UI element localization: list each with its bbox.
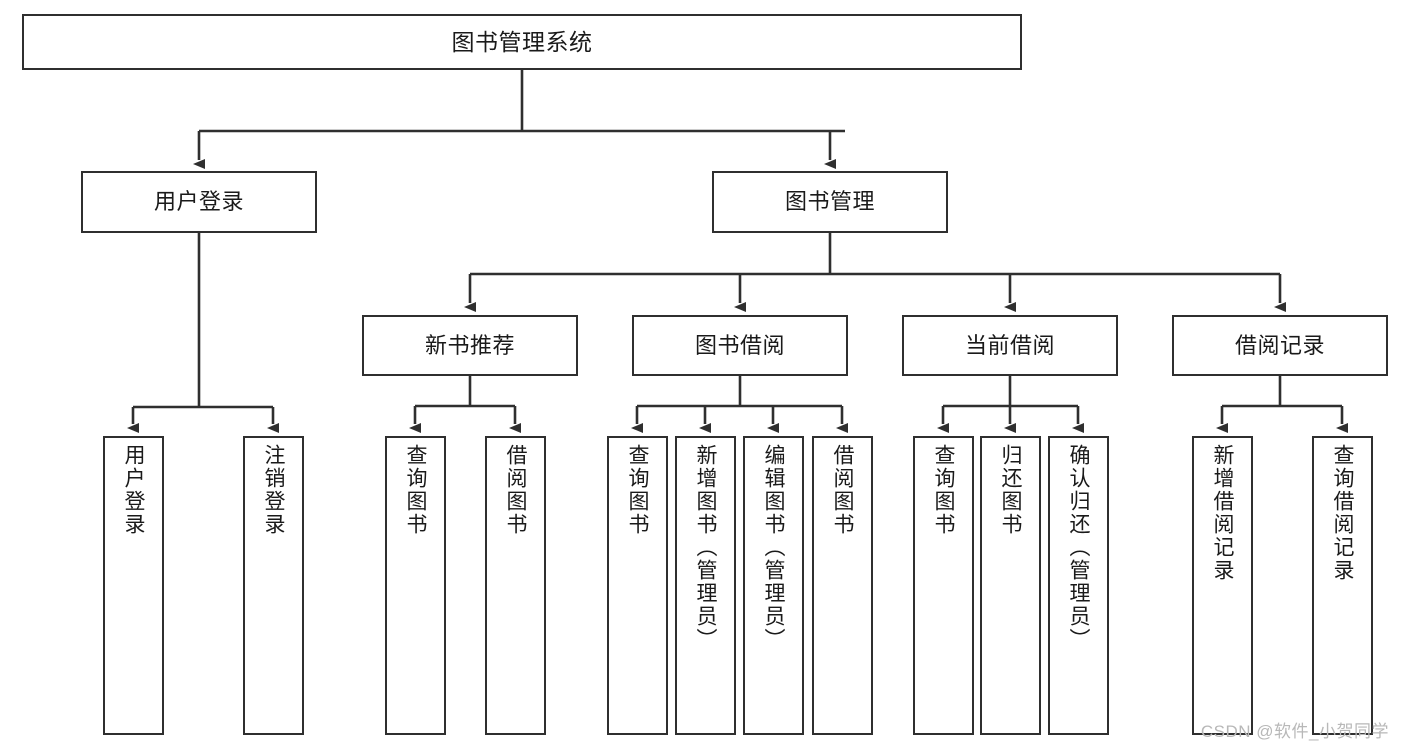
node-label: 查询图书 — [626, 444, 649, 536]
node-label: 借阅图书 — [504, 444, 527, 536]
node-label: 查询图书 — [932, 444, 955, 536]
node-label: 查询借阅记录 — [1331, 444, 1354, 582]
node-book-borrow[interactable]: 图书借阅 — [632, 315, 848, 376]
node-label: 注销登录 — [262, 444, 285, 536]
node-label: 查询图书 — [404, 444, 427, 536]
leaf-borrow-query-book[interactable]: 查询图书 — [607, 436, 668, 735]
node-label: 图书管理 — [784, 189, 875, 215]
node-label: 用户登录 — [153, 189, 244, 215]
node-label: 新增图书（管理员） — [694, 444, 717, 651]
leaf-user-login-logout[interactable]: 注销登录 — [243, 436, 304, 735]
node-label: 当前借阅 — [964, 332, 1055, 358]
leaf-borrow-borrow-book[interactable]: 借阅图书 — [812, 436, 873, 735]
leaf-current-return-book[interactable]: 归还图书 — [980, 436, 1041, 735]
node-label: 图书管理系统 — [451, 28, 593, 55]
leaf-borrow-edit-book[interactable]: 编辑图书（管理员） — [743, 436, 804, 735]
leaf-record-add[interactable]: 新增借阅记录 — [1192, 436, 1253, 735]
node-label: 确认归还（管理员） — [1067, 444, 1090, 651]
node-current-borrow[interactable]: 当前借阅 — [902, 315, 1118, 376]
node-borrow-record[interactable]: 借阅记录 — [1172, 315, 1388, 376]
leaf-current-confirm-return[interactable]: 确认归还（管理员） — [1048, 436, 1109, 735]
watermark-text: CSDN @软件_小贺同学 — [1200, 722, 1389, 741]
node-label: 新书推荐 — [424, 332, 515, 358]
node-book-management[interactable]: 图书管理 — [712, 171, 948, 233]
leaf-current-query-book[interactable]: 查询图书 — [913, 436, 974, 735]
node-label: 编辑图书（管理员） — [762, 444, 785, 651]
node-label: 归还图书 — [999, 444, 1022, 536]
node-label: 借阅记录 — [1234, 332, 1325, 358]
node-label: 新增借阅记录 — [1211, 444, 1234, 582]
node-root-system[interactable]: 图书管理系统 — [22, 14, 1022, 70]
node-new-book-recommend[interactable]: 新书推荐 — [362, 315, 578, 376]
leaf-borrow-add-book[interactable]: 新增图书（管理员） — [675, 436, 736, 735]
node-user-login[interactable]: 用户登录 — [81, 171, 317, 233]
node-label: 用户登录 — [122, 444, 145, 536]
leaf-new-book-borrow[interactable]: 借阅图书 — [485, 436, 546, 735]
leaf-user-login-login[interactable]: 用户登录 — [103, 436, 164, 735]
leaf-record-query[interactable]: 查询借阅记录 — [1312, 436, 1373, 735]
leaf-new-book-query[interactable]: 查询图书 — [385, 436, 446, 735]
node-label: 借阅图书 — [831, 444, 854, 536]
node-label: 图书借阅 — [694, 332, 785, 358]
